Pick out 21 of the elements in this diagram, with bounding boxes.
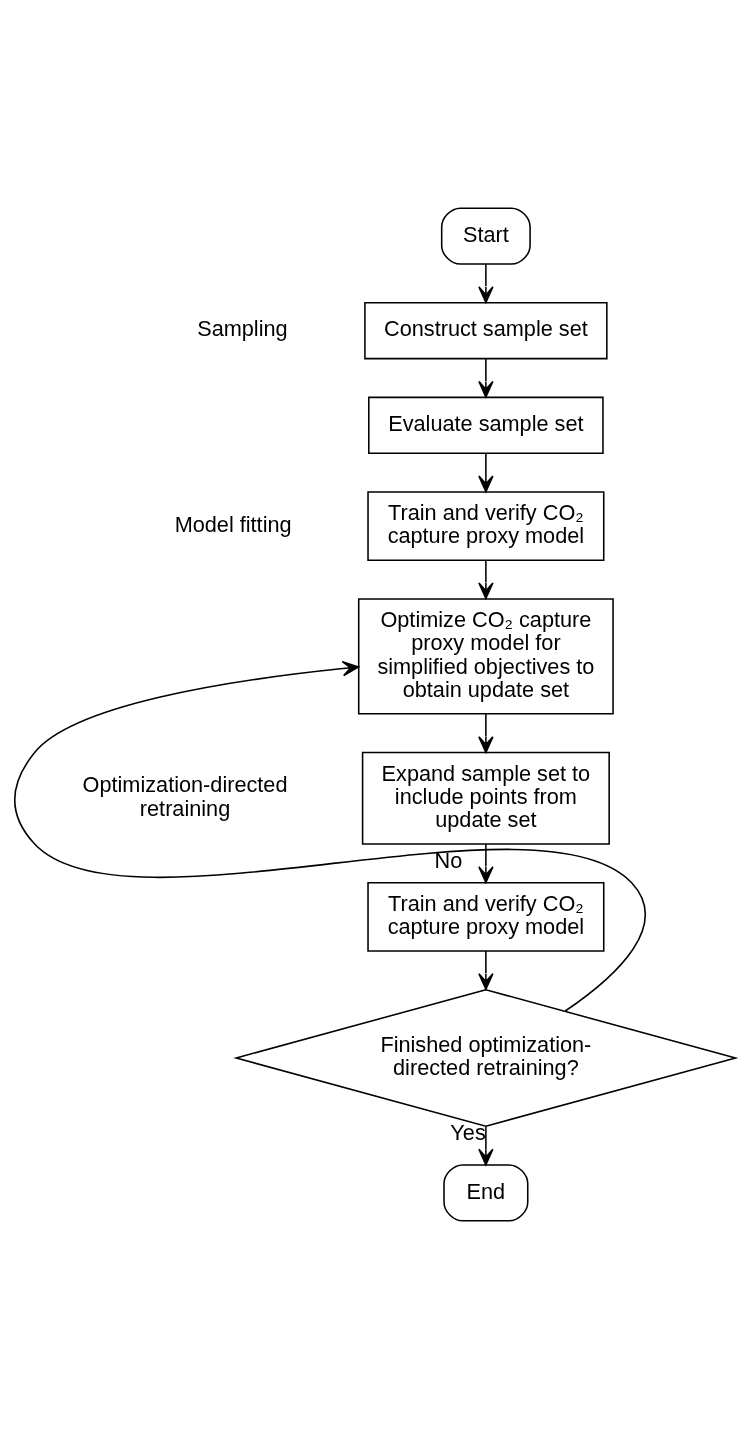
label: Optimization-directed retraining <box>82 772 288 821</box>
node-box: Optimize CO₂ capture proxy model for simplified objectives to obtain update set <box>357 598 614 715</box>
node-box: Expand sample set to include points from update set <box>361 751 610 845</box>
arrow <box>478 1126 494 1166</box>
node-box: Construct sample set <box>364 302 608 360</box>
arrow <box>478 950 494 990</box>
label: Sampling <box>197 316 288 342</box>
node-box: Train and verify CO₂ capture proxy model <box>367 881 605 952</box>
node-box: Evaluate sample set <box>368 396 604 454</box>
arrow <box>478 843 494 884</box>
arrow <box>478 713 494 754</box>
node-box: Start <box>440 207 531 265</box>
label: Model fitting <box>174 511 292 537</box>
arrow <box>478 263 494 304</box>
arrow <box>478 559 494 600</box>
node-box: Train and verify CO₂ capture proxy model <box>367 491 605 561</box>
arrow <box>478 357 494 398</box>
arrow <box>13 660 647 1012</box>
edge-label: No <box>434 848 463 874</box>
arrow <box>478 452 494 493</box>
node-box: End <box>443 1164 529 1222</box>
